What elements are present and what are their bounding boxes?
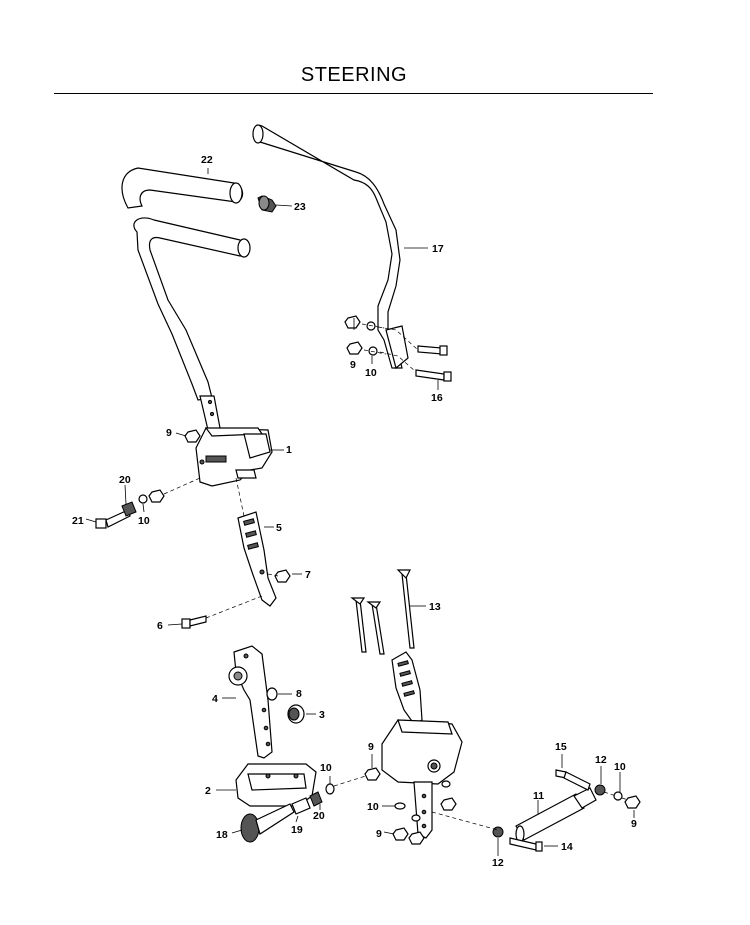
callout-17: 17 — [432, 243, 444, 255]
part-2-base-plate — [235, 763, 317, 807]
callout-15: 15 — [555, 741, 567, 753]
washer-right-b — [441, 780, 451, 788]
part-20-spring-upper — [121, 501, 137, 517]
callout-9-bracket: 9 — [166, 427, 172, 439]
callout-10-top: 10 — [365, 367, 377, 379]
callout-3: 3 — [319, 709, 325, 721]
callout-16: 16 — [431, 392, 443, 404]
callout-13: 13 — [429, 601, 441, 613]
callout-8: 8 — [296, 688, 302, 700]
callout-6: 6 — [157, 620, 163, 632]
callout-9-right: 9 — [368, 741, 374, 753]
callout-10-right: 10 — [367, 801, 379, 813]
callout-5: 5 — [276, 522, 282, 534]
part-6-pin — [181, 615, 207, 629]
title-divider — [54, 93, 653, 94]
callout-12-top: 12 — [595, 754, 607, 766]
nut-right-c — [408, 831, 425, 845]
nut-9-bracket — [184, 429, 201, 443]
part-22-handle-tube — [121, 167, 244, 209]
nut-right-b — [440, 797, 457, 811]
callout-20-lower: 20 — [313, 810, 325, 822]
washer-10-right — [394, 802, 406, 810]
callout-10-upper: 10 — [138, 515, 150, 527]
part-20-spring-lower — [309, 791, 323, 807]
callout-20-upper: 20 — [119, 474, 131, 486]
callout-9-lower: 9 — [376, 828, 382, 840]
callout-9-damper: 9 — [631, 818, 637, 830]
nut-9-right-lower — [392, 827, 409, 841]
callout-1: 1 — [286, 444, 292, 456]
part-19-spacer — [291, 797, 311, 815]
leader-lines — [85, 168, 635, 856]
part-17-right-handle — [252, 124, 409, 370]
nut-9-damper — [624, 795, 641, 809]
part-4-steering-arm — [228, 645, 273, 759]
right-lever-housing-assembly — [381, 651, 463, 839]
part-3-bushing — [287, 704, 305, 724]
callout-11: 11 — [533, 790, 544, 802]
nut-upper-10 — [148, 489, 165, 503]
part-21-bolt — [95, 509, 131, 529]
callout-7: 7 — [305, 569, 311, 581]
callout-21: 21 — [72, 515, 84, 527]
part-15-bolt — [555, 769, 591, 791]
callout-14: 14 — [561, 841, 573, 853]
callout-9-top: 9 — [350, 359, 356, 371]
callout-12-bottom: 12 — [492, 857, 504, 869]
part-8-spacer — [266, 687, 278, 701]
callout-19: 19 — [291, 824, 303, 836]
page-title: STEERING — [300, 64, 408, 86]
callout-10-damper: 10 — [614, 761, 626, 773]
callout-10-lowerleft: 10 — [320, 762, 332, 774]
part-23-handle-cap — [257, 195, 277, 213]
nut-9-right-upper — [364, 767, 381, 781]
callout-18: 18 — [216, 829, 228, 841]
part-11-damper — [515, 787, 597, 843]
washer-10-upper — [138, 494, 148, 504]
callout-2: 2 — [205, 785, 211, 797]
part-13-bolts — [350, 569, 415, 655]
part-18-knob — [240, 803, 295, 843]
left-steering-arm — [133, 217, 251, 431]
callout-4: 4 — [212, 693, 218, 705]
part-1-mount-bracket — [195, 427, 273, 487]
part-17-hardware — [344, 315, 452, 382]
washer-right-c — [411, 814, 421, 822]
callout-22: 22 — [201, 154, 213, 166]
callout-23: 23 — [294, 201, 306, 213]
nut-7 — [274, 569, 291, 583]
part-5-control-lever — [237, 511, 277, 607]
part-14-bolt — [509, 837, 543, 852]
washer-10-damper — [613, 791, 623, 801]
washer-10-lower-left — [325, 783, 335, 795]
